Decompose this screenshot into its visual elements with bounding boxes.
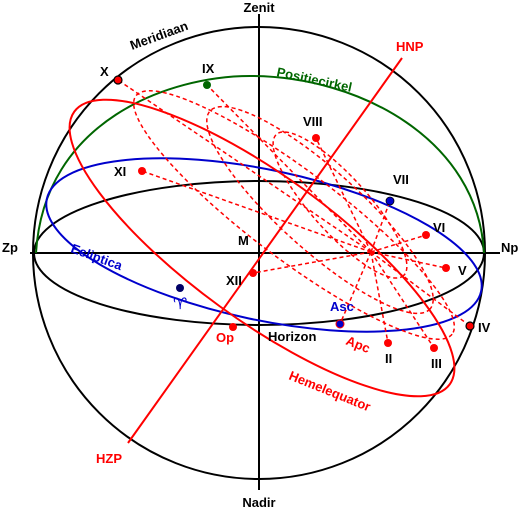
position-circle: [35, 74, 485, 254]
label-zp: Zp: [2, 240, 18, 255]
label-house-vii: VII: [393, 172, 409, 187]
label-house-viii: VIII: [303, 114, 323, 129]
label-ecliptica: Ecliptica: [69, 241, 125, 274]
point-x: [113, 75, 123, 85]
label-asc: Asc: [330, 299, 354, 314]
point-v: [442, 264, 450, 272]
point-iii: [430, 344, 438, 352]
label-house-ix: IX: [202, 61, 215, 76]
label-horizon: Horizon: [268, 329, 316, 344]
label-house-iv: IV: [478, 320, 491, 335]
label-meridiaan: Meridiaan: [128, 18, 190, 53]
label-house-vi: VI: [433, 220, 445, 235]
label-house-ii: II: [385, 351, 392, 366]
celestial-pole-axis: [127, 57, 403, 444]
label-house-xi: XI: [114, 164, 126, 179]
label-positiecirkel: Positiecirkel: [275, 64, 353, 95]
label-house-xii: XII: [226, 273, 242, 288]
point-viii: [312, 134, 320, 142]
label-apc: Apc: [344, 333, 372, 356]
label-house-v: V: [458, 263, 467, 278]
celestial-equator-ellipse: [68, 98, 456, 398]
house-circles: [132, 90, 456, 340]
label-zenit: Zenit: [243, 0, 275, 15]
point-ii: [384, 339, 392, 347]
point-vi: [422, 231, 430, 239]
label-op: Op: [216, 330, 234, 345]
point-iv: [465, 321, 475, 331]
point-vii: [385, 196, 395, 206]
point-xii: [249, 269, 257, 277]
point-asc: [335, 319, 345, 329]
label-np: Np: [501, 240, 518, 255]
label-house-iii: III: [431, 356, 442, 371]
label-hemelequator: Hemelequator: [287, 368, 373, 414]
label-aries: ♈: [173, 296, 187, 313]
label-m: M: [238, 233, 249, 248]
label-hzp: HZP: [96, 451, 122, 466]
label-house-x: X: [100, 64, 109, 79]
point-aries: [176, 284, 184, 292]
house-points: [113, 75, 475, 352]
house-spokes: [117, 79, 471, 349]
label-nadir: Nadir: [242, 495, 275, 510]
point-xi: [138, 167, 146, 175]
point-op: [229, 323, 237, 331]
label-hnp: HNP: [396, 39, 424, 54]
point-ix: [203, 81, 211, 89]
